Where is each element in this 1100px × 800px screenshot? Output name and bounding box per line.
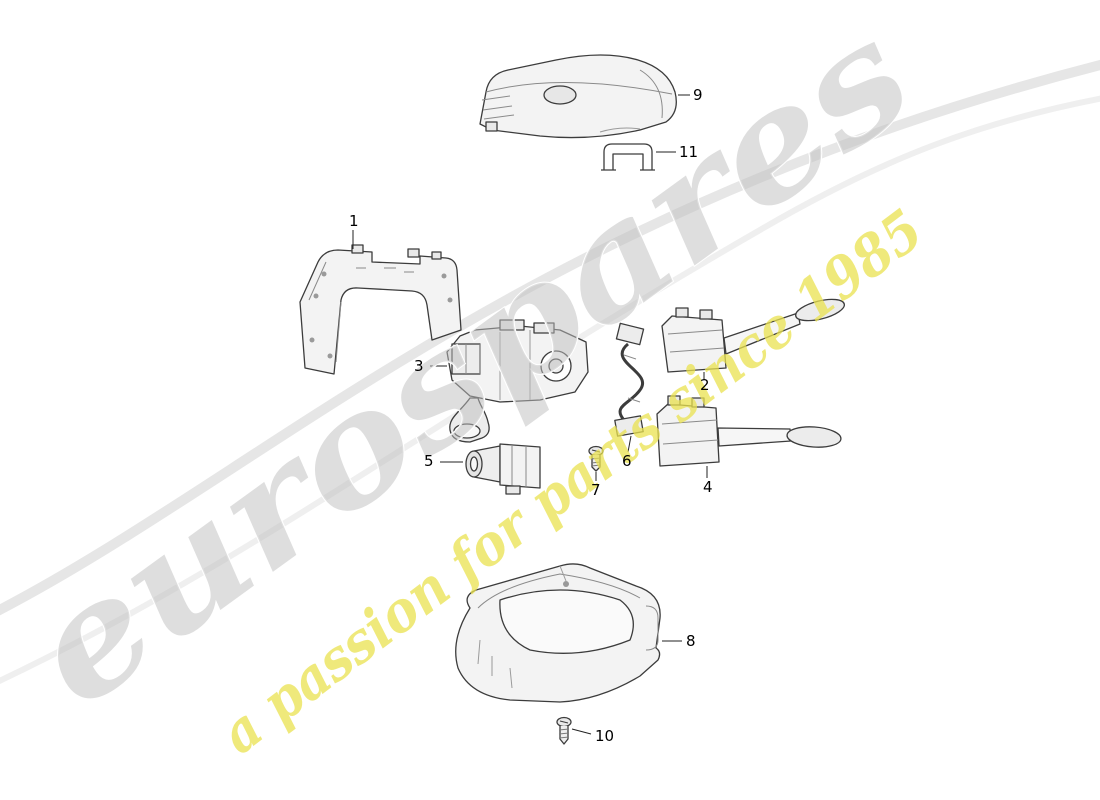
part-label-6: 6 bbox=[622, 452, 632, 470]
part-carrier-bracket bbox=[299, 244, 462, 375]
part-label-11: 11 bbox=[679, 143, 699, 161]
part-retaining-clip bbox=[601, 143, 655, 171]
part-upper-column-cover bbox=[479, 54, 677, 139]
swoosh-curve-upper bbox=[0, 60, 1100, 616]
part-turn-signal-switch bbox=[661, 298, 846, 373]
part-screw-upper bbox=[588, 445, 604, 472]
part-lower-column-cover bbox=[455, 563, 661, 703]
part-label-9: 9 bbox=[693, 86, 703, 104]
part-wiring-harness bbox=[614, 322, 645, 437]
part-label-7: 7 bbox=[591, 481, 601, 499]
part-label-8: 8 bbox=[686, 632, 696, 650]
part-label-2: 2 bbox=[700, 376, 710, 394]
part-label-4: 4 bbox=[703, 478, 713, 496]
leader-line-6 bbox=[627, 435, 632, 453]
leader-lines bbox=[352, 94, 708, 735]
part-screw-lower bbox=[556, 716, 572, 745]
swoosh-curve-lower bbox=[0, 95, 1100, 684]
part-wiper-switch bbox=[656, 395, 842, 467]
leader-line-10 bbox=[571, 728, 592, 735]
part-label-10: 10 bbox=[595, 727, 615, 745]
part-label-3: 3 bbox=[414, 357, 424, 375]
part-switch-housing bbox=[446, 319, 589, 443]
part-label-1: 1 bbox=[349, 212, 359, 230]
part-label-5: 5 bbox=[424, 452, 434, 470]
part-ignition-switch bbox=[465, 443, 541, 495]
